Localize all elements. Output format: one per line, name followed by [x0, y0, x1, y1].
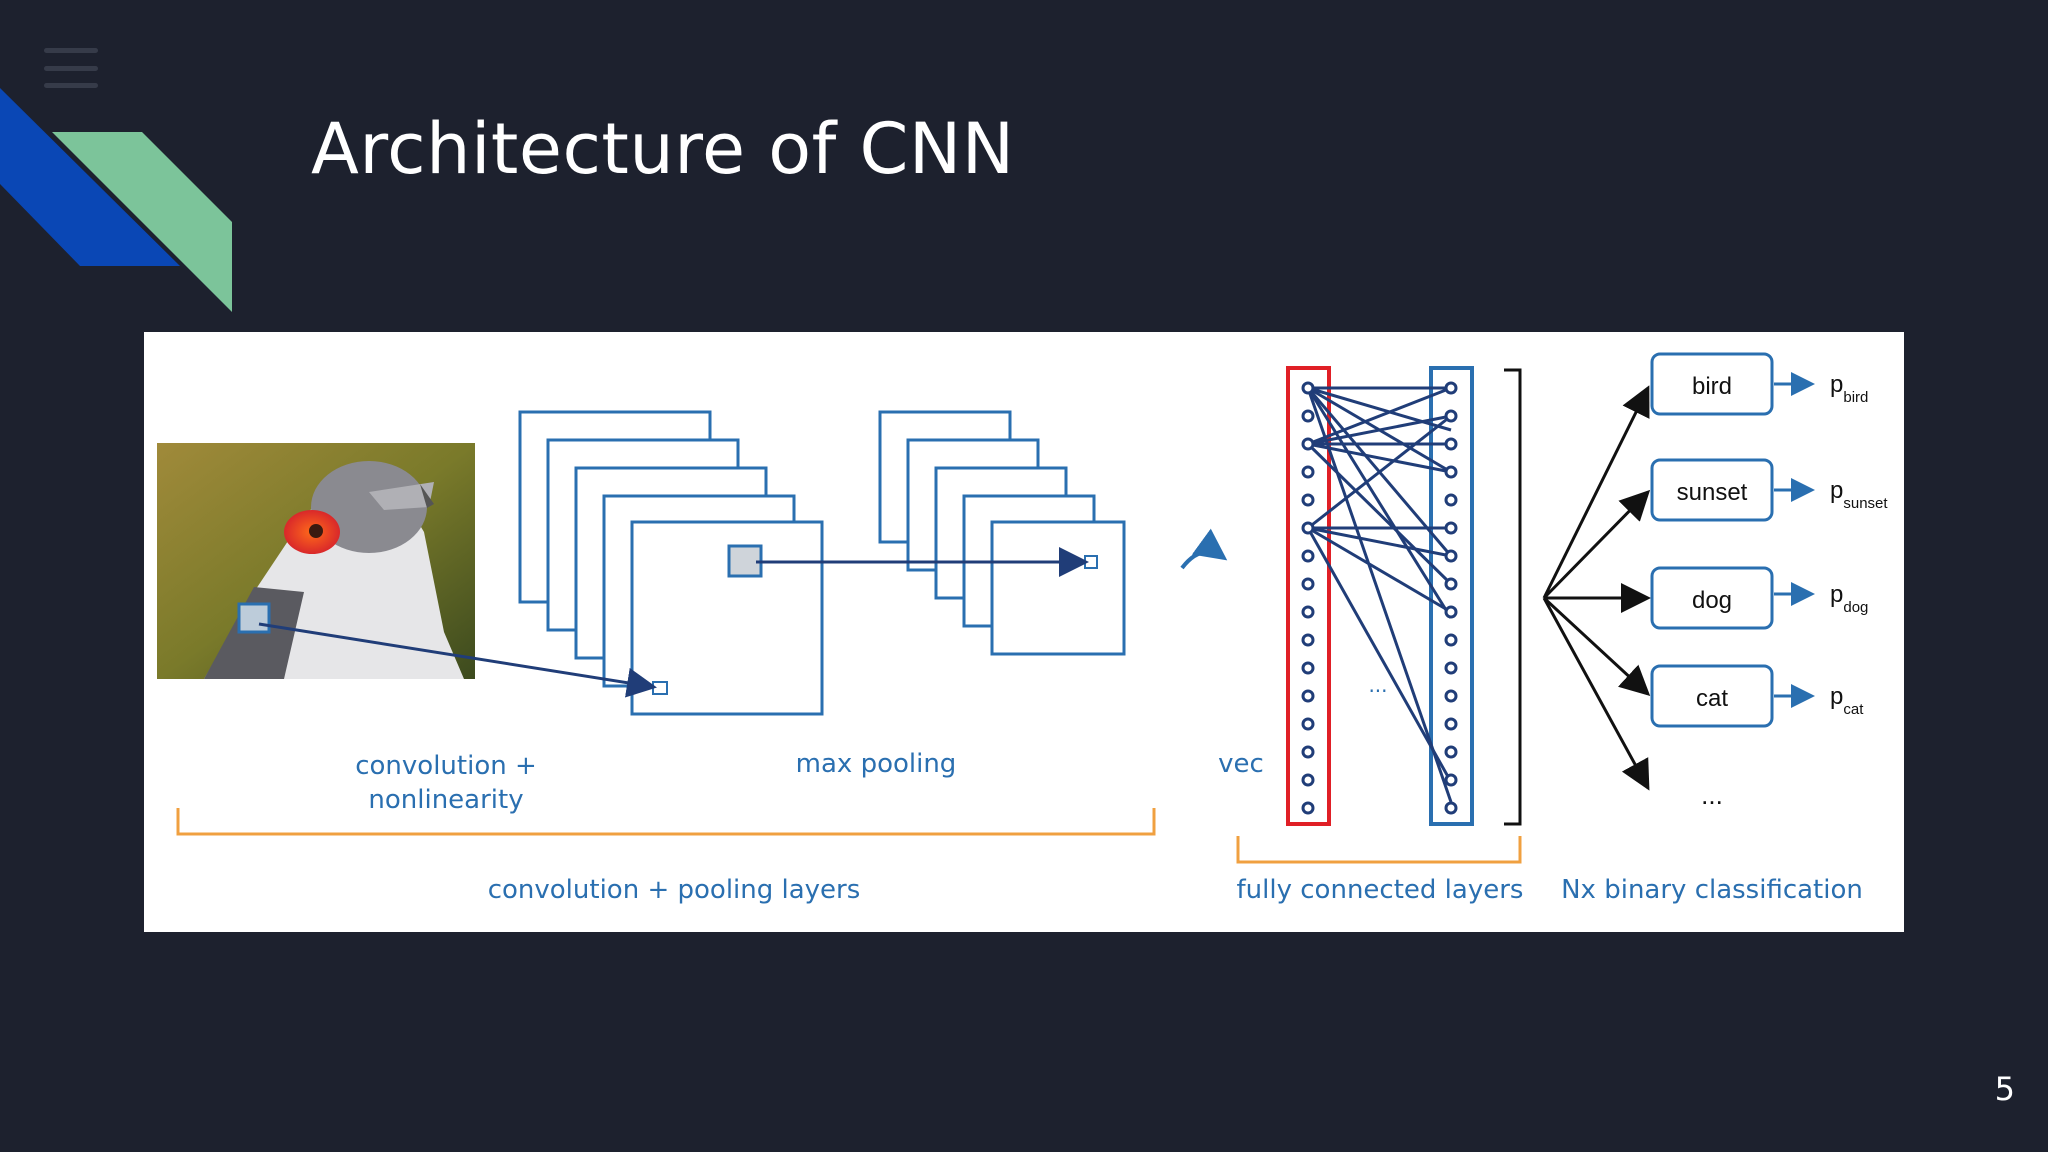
conv-feature-maps	[518, 410, 824, 716]
fc-node	[1444, 745, 1458, 759]
fc-bracket	[1504, 368, 1522, 826]
fc-node	[1301, 381, 1315, 395]
class-label: cat	[1696, 685, 1728, 712]
cnn-diagram: convolution + nonlinearity max pooling v…	[144, 332, 1904, 932]
fc-node	[1301, 661, 1315, 675]
corner-decoration	[0, 88, 232, 312]
menu-bar	[44, 48, 98, 53]
class-probability: psunset	[1830, 477, 1888, 512]
fc-node	[1444, 549, 1458, 563]
fc-group-label: fully connected layers	[1237, 875, 1524, 905]
fc-group-bracket	[1236, 836, 1522, 864]
fc-node	[1444, 689, 1458, 703]
menu-bar	[44, 65, 98, 71]
flatten-arrow	[1180, 528, 1228, 570]
pool-feature-maps	[878, 410, 1126, 656]
fc-input-layer	[1286, 366, 1331, 826]
bird-photo	[157, 443, 475, 679]
class-box: sunset psunset	[1650, 458, 1888, 522]
class-probability: pcat	[1830, 683, 1864, 718]
fc-node	[1444, 661, 1458, 675]
fc-node	[1301, 773, 1315, 787]
deco-blue-stripe	[0, 88, 180, 266]
fc-node	[1444, 605, 1458, 619]
conv-arrow	[258, 622, 657, 698]
fc-node	[1444, 409, 1458, 423]
class-probability: pdog	[1830, 581, 1868, 616]
fc-node	[1444, 577, 1458, 591]
fc-node	[1301, 549, 1315, 563]
fc-ellipsis: ...	[1368, 673, 1387, 697]
deco-green-stripe	[52, 132, 232, 312]
fc-node	[1301, 717, 1315, 731]
class-label: dog	[1692, 587, 1732, 614]
more-classes-ellipsis: ...	[1701, 780, 1723, 810]
fc-node	[1444, 521, 1458, 535]
conv-cell-highlight	[727, 544, 763, 578]
fc-node	[1301, 633, 1315, 647]
fc-node	[1301, 801, 1315, 815]
menu-bar	[44, 83, 98, 88]
fc-node	[1301, 745, 1315, 759]
fc-node	[1444, 717, 1458, 731]
vec-label: vec	[1218, 749, 1264, 779]
fc-node	[1301, 437, 1315, 451]
fc-connections	[1306, 386, 1453, 803]
class-label: bird	[1692, 373, 1732, 400]
class-box: cat pcat	[1650, 664, 1864, 728]
class-box: bird pbird	[1650, 352, 1868, 416]
fc-output-layer	[1429, 366, 1474, 826]
class-arrows	[1542, 385, 1651, 791]
class-label: sunset	[1677, 479, 1748, 506]
conv-pool-group-label: convolution + pooling layers	[488, 875, 861, 905]
fc-nodes	[1301, 381, 1458, 815]
fc-node	[1301, 409, 1315, 423]
cnn-diagram-svg: convolution + nonlinearity max pooling v…	[157, 352, 1888, 905]
fc-node	[1444, 465, 1458, 479]
fc-node	[1444, 437, 1458, 451]
fc-node	[1301, 577, 1315, 591]
conv-pool-bracket	[176, 808, 1156, 836]
slide-title: Architecture of CNN	[311, 108, 1015, 190]
page-number: 5	[1994, 1070, 2015, 1108]
pool-label: max pooling	[796, 749, 957, 779]
fc-node	[1301, 465, 1315, 479]
fc-node	[1301, 689, 1315, 703]
fc-node	[1444, 633, 1458, 647]
class-box: dog pdog	[1650, 566, 1868, 630]
conv-label-line1: convolution +	[355, 751, 537, 781]
class-boxes: bird pbird sunset psunset dog pdog cat	[1650, 352, 1888, 728]
classification-group-label: Nx binary classification	[1561, 875, 1863, 905]
fc-node	[1444, 773, 1458, 787]
fc-node	[1444, 381, 1458, 395]
conv-label-line2: nonlinearity	[368, 785, 523, 815]
class-probability: pbird	[1830, 371, 1868, 406]
fc-node	[1301, 521, 1315, 535]
fc-node	[1444, 801, 1458, 815]
fc-node	[1444, 493, 1458, 507]
fc-node	[1301, 493, 1315, 507]
menu-icon[interactable]	[44, 48, 98, 88]
fc-node	[1301, 605, 1315, 619]
receptive-field-box	[237, 602, 271, 634]
